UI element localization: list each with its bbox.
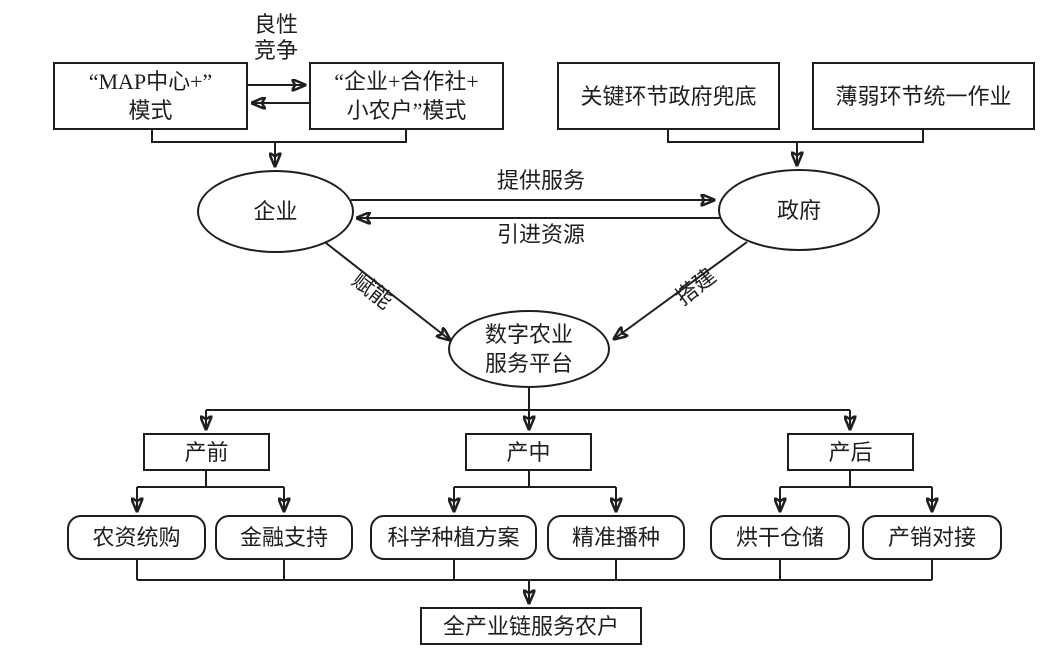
map-mode-box: “MAP中心+” 模式	[53, 62, 248, 130]
introduce-resources-label: 引进资源	[496, 222, 585, 247]
benign-competition-label: 良性 竞争	[246, 12, 306, 64]
service-drying-storage-box: 烘干仓储	[710, 515, 850, 560]
bracket-top-left	[151, 130, 407, 143]
stage-post-box: 产后	[787, 433, 914, 471]
empower-label: 赋能	[347, 267, 398, 315]
platform-line1: 数字农业	[484, 322, 573, 347]
platform-line2: 服务平台	[484, 351, 573, 376]
unified-operation-label: 薄弱环节统一作业	[835, 83, 1012, 109]
bus-outcome	[136, 560, 933, 581]
service-finance-box: 金融支持	[215, 515, 353, 560]
stage-pre-box: 产前	[143, 433, 270, 471]
service-planting-plan-box: 科学种植方案	[370, 515, 537, 560]
build-label: 搭建	[670, 263, 721, 311]
benign-competition-line2: 竞争	[253, 38, 298, 63]
gov-guarantee-box: 关键环节政府兜底	[557, 62, 780, 130]
gov-guarantee-label: 关键环节政府兜底	[580, 83, 757, 109]
service-agri-supplies-box: 农资统购	[67, 515, 206, 560]
enterprise-label: 企业	[253, 199, 298, 224]
bracket-stage-mid	[454, 471, 616, 488]
coop-mode-line1: “企业+合作社+	[334, 69, 479, 94]
bracket-stage-post	[780, 471, 932, 488]
unified-operation-box: 薄弱环节统一作业	[812, 62, 1035, 130]
government-label: 政府	[776, 197, 821, 223]
provide-services-label: 提供服务	[496, 168, 585, 193]
benign-competition-line1: 良性	[253, 12, 298, 37]
government-ellipse: 政府	[718, 169, 880, 251]
enterprise-ellipse: 企业	[197, 170, 354, 253]
bracket-top-right	[667, 130, 924, 143]
coop-mode-line2: 小农户”模式	[346, 98, 467, 123]
map-mode-line1: “MAP中心+”	[88, 69, 213, 94]
coop-mode-box: “企业+合作社+ 小农户”模式	[309, 62, 504, 130]
service-marketing-box: 产销对接	[862, 515, 1002, 560]
outcome-box: 全产业链服务农户	[420, 607, 642, 645]
stage-mid-box: 产中	[465, 433, 592, 471]
service-precision-seeding-box: 精准播种	[547, 515, 685, 560]
platform-ellipse: 数字农业 服务平台	[448, 310, 610, 388]
map-mode-line2: 模式	[128, 98, 173, 123]
bracket-stage-pre	[137, 471, 284, 488]
